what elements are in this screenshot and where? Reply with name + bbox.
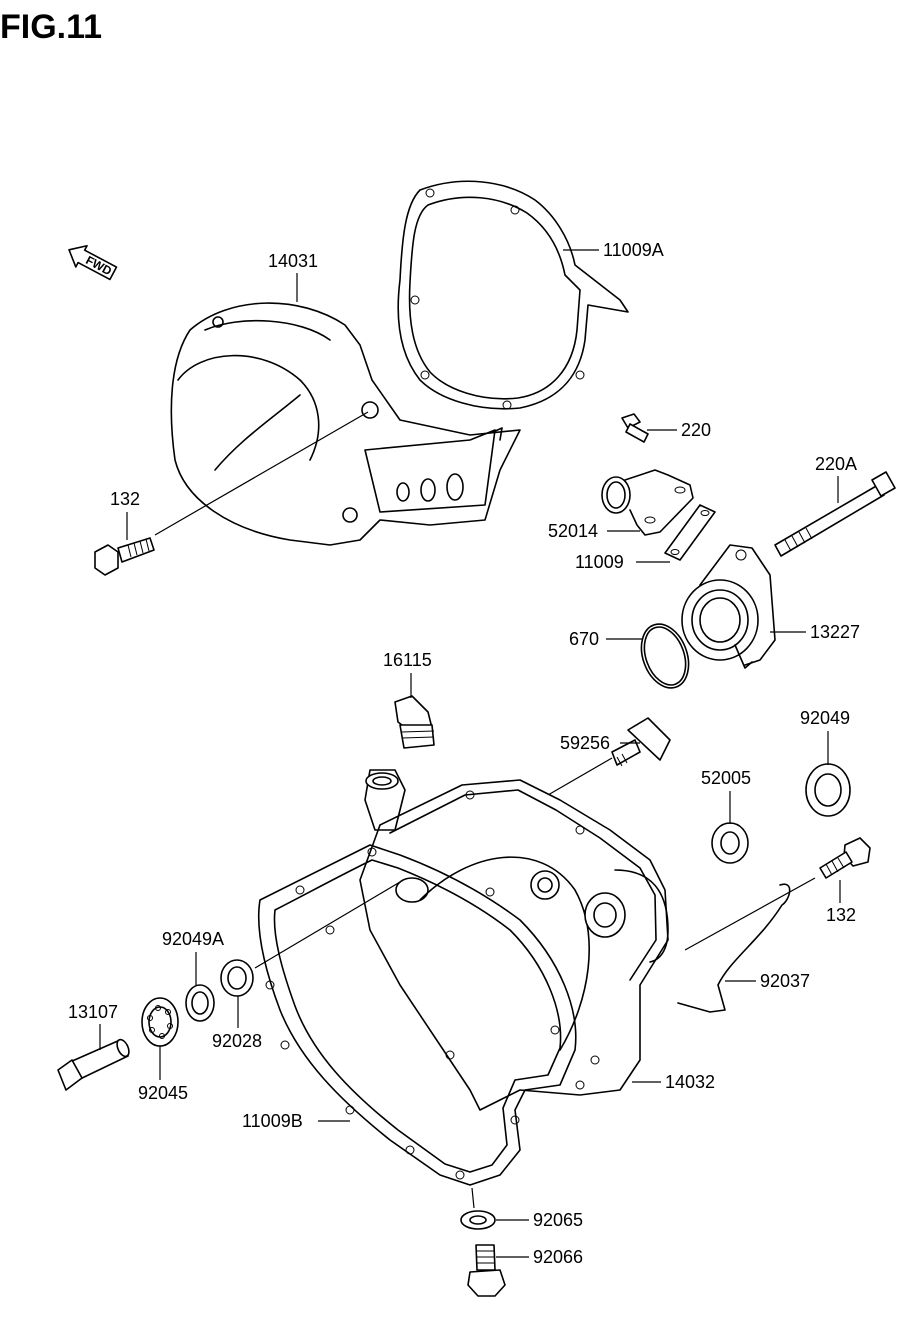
- o-ring-670: [640, 623, 690, 689]
- seal-52005: [711, 822, 749, 864]
- sensor-leader: [547, 757, 613, 796]
- engine-cover-14032: [359, 769, 669, 1111]
- plug-16115: [394, 695, 435, 749]
- label-52014: 52014: [548, 521, 598, 541]
- seal-92049: [805, 763, 851, 817]
- water-pipe-52014: [601, 469, 694, 536]
- label-11009B: 11009B: [242, 1111, 303, 1131]
- label-92065: 92065: [533, 1210, 583, 1230]
- shaft-13107: [57, 1038, 130, 1091]
- label-220A: 220A: [815, 454, 857, 474]
- part-labels: 14031 11009A 132 220 220A 52014 11009 67…: [68, 240, 860, 1267]
- gasket-leader: [254, 881, 401, 969]
- label-13107: 13107: [68, 1002, 118, 1022]
- gasket-11009B: [257, 844, 577, 1186]
- gasket-11009A: [397, 180, 629, 410]
- bushing-92028: [220, 959, 254, 997]
- label-16115: 16115: [383, 650, 432, 670]
- label-92049A: 92049A: [162, 929, 224, 949]
- label-132-upper: 132: [110, 489, 140, 509]
- label-92049: 92049: [800, 708, 850, 728]
- washer-92065: [460, 1210, 496, 1230]
- bolt-92066: [467, 1244, 506, 1297]
- label-92045: 92045: [138, 1083, 188, 1103]
- label-92066: 92066: [533, 1247, 583, 1267]
- clutch-cover-14031: [170, 302, 521, 546]
- pump-housing-13227: [681, 544, 776, 669]
- label-59256: 59256: [560, 733, 610, 753]
- figure-title: FIG.11: [0, 8, 102, 46]
- label-670: 670: [569, 629, 599, 649]
- label-13227: 13227: [810, 622, 860, 642]
- clamp-92037: [677, 877, 816, 1013]
- bolt-220: [621, 413, 649, 443]
- washer-leader: [471, 1187, 475, 1209]
- bearing-92045: [141, 997, 179, 1047]
- label-11009A: 11009A: [603, 240, 664, 260]
- gasket-11009: [664, 504, 716, 561]
- label-52005: 52005: [701, 768, 751, 788]
- label-11009: 11009: [575, 552, 624, 572]
- label-220: 220: [681, 420, 711, 440]
- label-132-lower: 132: [826, 905, 856, 925]
- bolt-132-lower: [819, 837, 871, 879]
- sensor-59256: [611, 717, 671, 767]
- bolt-132-leader: [154, 411, 369, 536]
- bolt-220A: [774, 471, 896, 557]
- label-14031: 14031: [268, 251, 318, 271]
- label-92037: 92037: [760, 971, 810, 991]
- seal-92049A: [185, 984, 215, 1022]
- fwd-arrow-icon: FWD: [68, 244, 118, 281]
- label-14032: 14032: [665, 1072, 715, 1092]
- bolt-132-upper: [94, 537, 155, 576]
- label-92028: 92028: [212, 1031, 262, 1051]
